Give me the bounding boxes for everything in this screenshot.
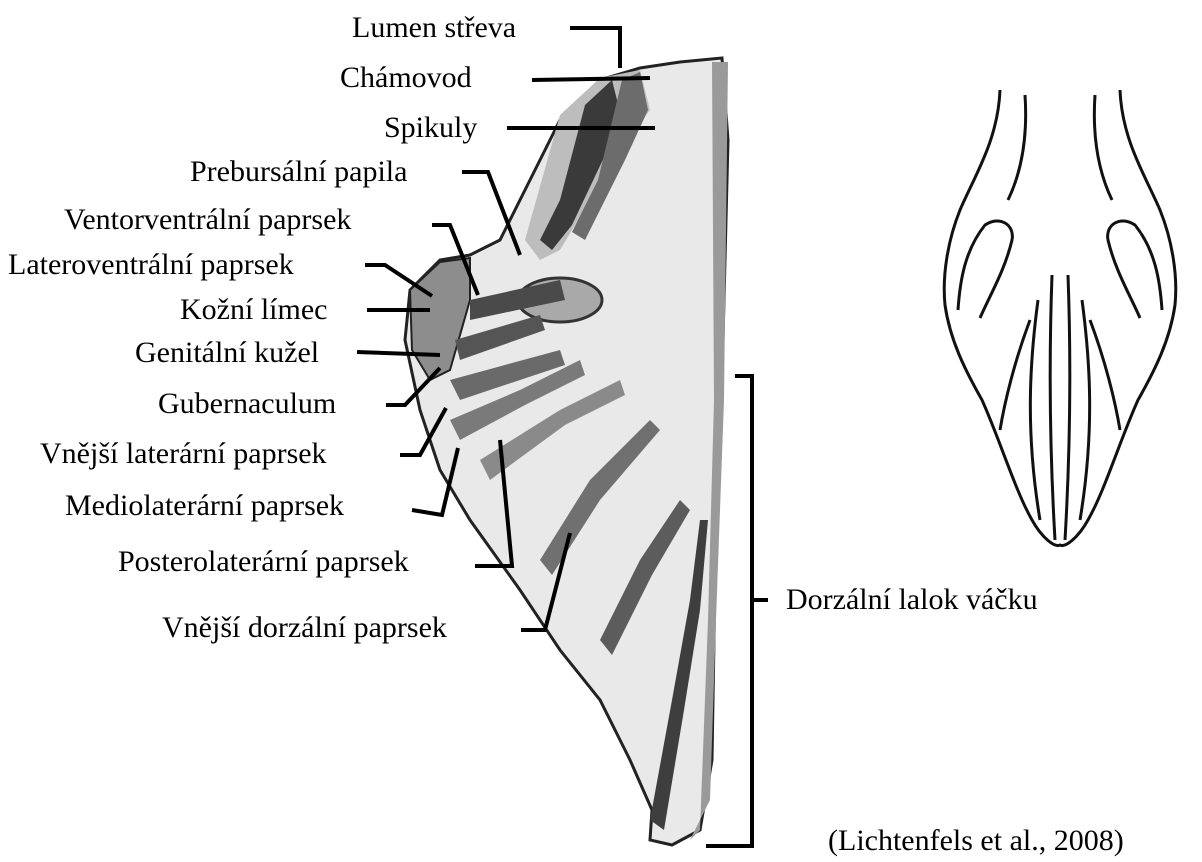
label-dorzalni-lalok: Dorzální lalok váčku: [786, 585, 1038, 615]
dorsal-ray-inner-right: [1080, 300, 1090, 520]
label-kozni: Kožní límec: [180, 295, 327, 325]
inner-neck-right: [1094, 95, 1112, 200]
label-genitalni: Genitální kužel: [135, 338, 319, 368]
dorsal-branch-right: [1090, 320, 1120, 430]
bursa-dorsal-drawing: [944, 90, 1176, 546]
outer-outline: [944, 90, 1176, 546]
dorsal-branch-left: [1000, 320, 1030, 430]
citation: (Lichtenfels et al., 2008): [828, 826, 1124, 856]
lateral-ray-right: [1108, 221, 1162, 318]
label-vnejsi-dorzalni: Vnější dorzální paprsek: [162, 613, 447, 643]
label-ventorventralni: Ventorventrální paprsek: [64, 205, 351, 235]
label-chamovod: Chámovod: [340, 63, 472, 93]
inner-neck-left: [1008, 95, 1026, 200]
dorsal-ray-inner-left: [1030, 300, 1040, 520]
label-posterolateralni: Posterolaterární paprsek: [118, 547, 409, 577]
lateral-ray-left: [958, 221, 1012, 318]
bursa-lateral-drawing: [405, 58, 728, 845]
label-mediolateralni: Mediolaterární paprsek: [65, 491, 344, 521]
dorsal-ray-center: [1050, 275, 1070, 540]
label-prebursalni: Prebursální papila: [190, 157, 407, 187]
label-lateroventralni: Lateroventrální paprsek: [8, 250, 294, 280]
label-gubernaculum: Gubernaculum: [158, 389, 336, 419]
label-spikuly: Spikuly: [384, 113, 477, 143]
label-lumen: Lumen střeva: [352, 13, 516, 43]
label-vnejsi-lateralni: Vnější laterární paprsek: [40, 439, 327, 469]
